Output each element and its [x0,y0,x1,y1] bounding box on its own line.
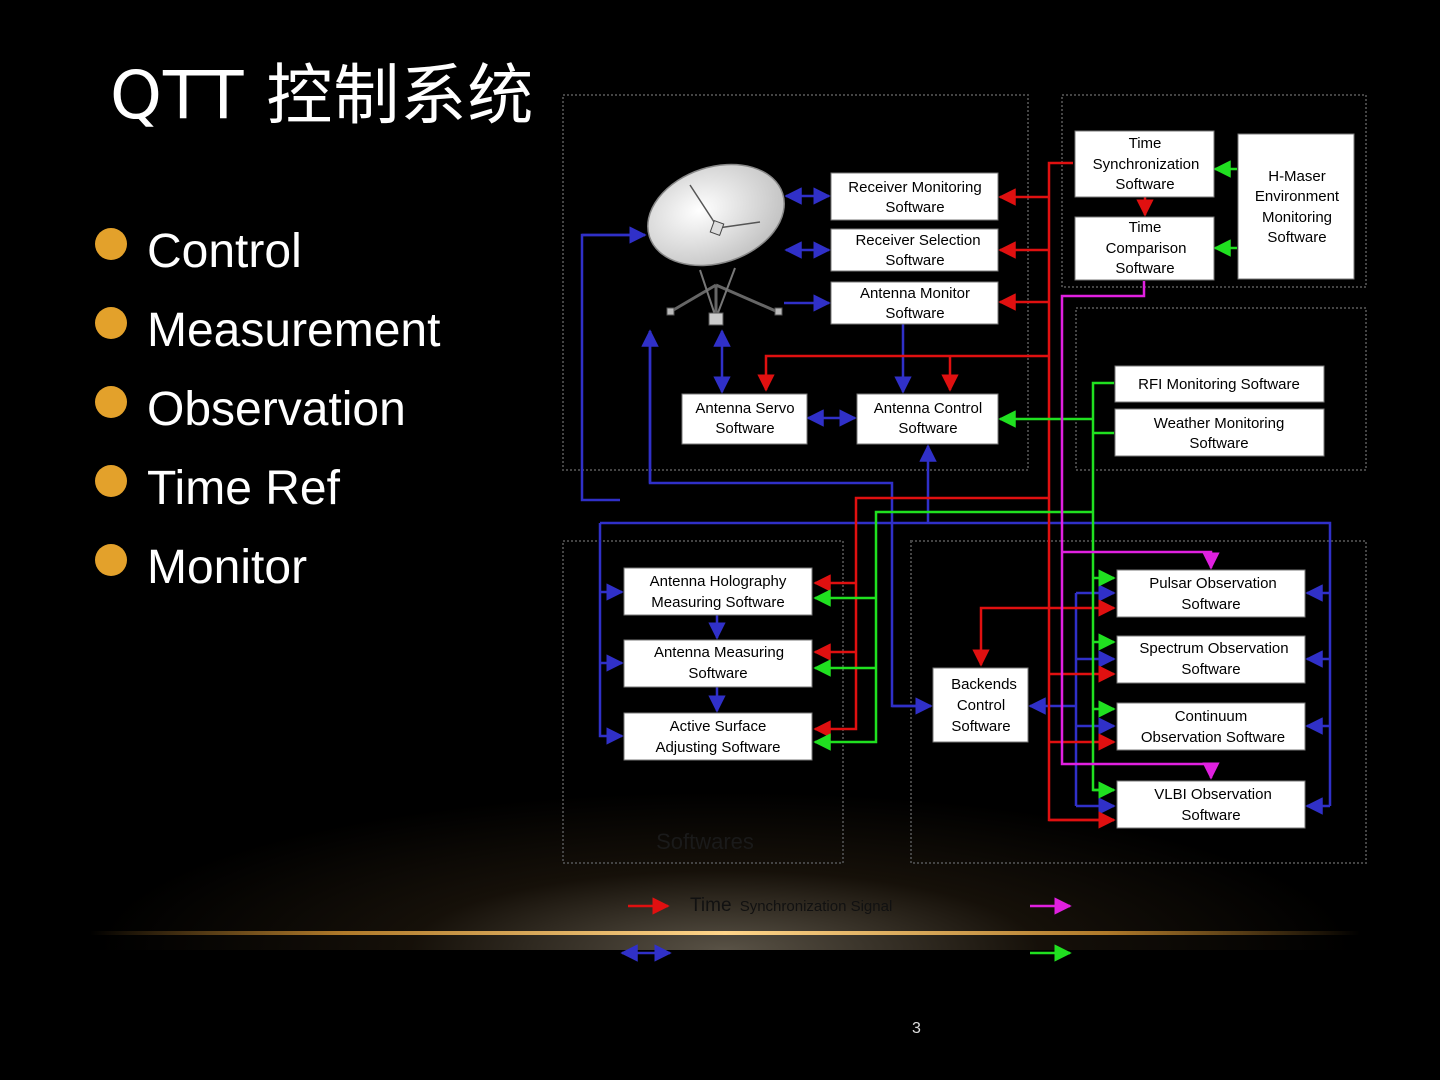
observation-group-frame [910,540,1367,864]
bullet-text: Control [147,225,302,278]
monitoring-links [813,160,1237,799]
svg-text:Software: Software [1181,661,1240,678]
svg-text:Synchronization: Synchronization [1093,156,1200,173]
bullet-list: Control Measurement Observation Time Ref… [95,212,440,607]
bullet-item: Time Ref [95,449,440,528]
diagram-legend: Time Synchronization Signal [620,895,1072,962]
group-label: Softwares [656,829,754,854]
bullet-text: Measurement [147,304,441,357]
svg-text:Antenna Servo: Antenna Servo [695,400,794,417]
bullet-dot-icon [95,306,127,339]
weather-monitoring-box: Weather Monitoring Software [1114,408,1325,457]
receiver-monitoring-box: Receiver Monitoring Software [830,172,999,221]
svg-text:Time: Time [1129,219,1162,236]
slide-title: QTT 控制系统 [110,57,535,134]
svg-text:Software: Software [951,718,1010,735]
svg-text:Receiver Selection: Receiver Selection [855,232,980,249]
svg-text:Continuum: Continuum [1175,708,1248,725]
svg-text:Software: Software [885,252,944,269]
svg-text:Software: Software [1181,596,1240,613]
svg-text:RFI Monitoring Software: RFI Monitoring Software [1138,376,1300,393]
pulsar-observation-box: Pulsar Observation Software [1116,569,1306,618]
svg-text:Active Surface: Active Surface [670,718,767,735]
svg-text:Receiver Monitoring: Receiver Monitoring [848,179,981,196]
page-number: 3 [912,1020,921,1037]
svg-text:Software: Software [1115,260,1174,277]
svg-text:Time: Time [1129,135,1162,152]
svg-text:Antenna Monitor: Antenna Monitor [860,285,970,302]
rfi-monitoring-box: RFI Monitoring Software [1114,365,1325,403]
antenna-control-box: Antenna Control Software [856,393,999,445]
svg-text:Antenna Holography: Antenna Holography [650,573,787,590]
svg-text:Control: Control [957,697,1005,714]
bullet-item: Monitor [95,528,440,607]
antenna-monitor-box: Antenna Monitor Software [830,281,999,325]
comparison-links [1060,281,1220,780]
svg-text:Antenna Measuring: Antenna Measuring [654,644,784,661]
antenna-measuring-box: Antenna Measuring Software [623,639,813,688]
bullet-text: Monitor [147,541,308,594]
svg-text:VLBI Observation: VLBI Observation [1154,786,1272,803]
bullet-item: Measurement [95,291,440,370]
time-group-frame [1061,94,1367,288]
legend-time-sync-label: Time Synchronization Signal [690,895,892,916]
vlbi-observation-box: VLBI Observation Software [1116,780,1306,829]
horizon-line [90,931,1360,935]
bullet-dot-icon [95,543,127,576]
time-signal-links [757,161,1154,829]
svg-text:Software: Software [1189,435,1248,452]
svg-text:Software: Software [1267,229,1326,246]
time-comparison-box: Time Comparison Software [1074,216,1215,281]
svg-text:Software: Software [885,305,944,322]
svg-text:Measuring Software: Measuring Software [651,594,784,611]
spectrum-observation-box: Spectrum Observation Software [1116,635,1306,684]
environment-group-frame [1075,307,1367,471]
holography-box: Antenna Holography Measuring Software [623,567,813,616]
continuum-observation-box: Continuum Observation Software [1116,702,1306,751]
backends-control-box: Backends Control Software [932,667,1029,743]
bullet-text: Observation [147,383,406,436]
antenna-group-frame [562,94,1029,471]
svg-text:Adjusting Software: Adjusting Software [655,739,780,756]
svg-text:Spectrum Observation: Spectrum Observation [1139,640,1288,657]
time-sync-box: Time Synchronization Software [1074,130,1215,198]
svg-text:Software: Software [688,665,747,682]
svg-text:Software: Software [885,199,944,216]
control-links [580,187,1332,815]
measuring-group-frame [562,540,844,864]
svg-text:Pulsar Observation: Pulsar Observation [1149,575,1277,592]
hmaser-box: H-Maser Environment Monitoring Software [1237,133,1355,280]
svg-text:Software: Software [898,420,957,437]
bullet-dot-icon [95,385,127,418]
svg-text:Backends: Backends [951,676,1017,693]
svg-text:Environment: Environment [1255,188,1340,205]
antenna-servo-box: Antenna Servo Software [681,393,808,445]
svg-text:Antenna Control: Antenna Control [874,400,982,417]
bullet-dot-icon [95,464,127,497]
bullet-dot-icon [95,227,127,260]
svg-text:Software: Software [1115,176,1174,193]
svg-text:Software: Software [1181,807,1240,824]
radio-telescope-icon [647,163,785,326]
svg-text:Comparison: Comparison [1106,240,1187,257]
svg-text:Monitoring: Monitoring [1262,209,1332,226]
svg-text:Observation Software: Observation Software [1141,729,1285,746]
active-surface-box: Active Surface Adjusting Software [623,712,813,761]
bullet-item: Observation [95,370,440,449]
svg-text:Software: Software [715,420,774,437]
svg-text:H-Maser: H-Maser [1268,168,1326,185]
receiver-selection-box: Receiver Selection Software [830,228,999,272]
bullet-item: Control [95,212,440,291]
svg-text:Weather Monitoring: Weather Monitoring [1154,415,1285,432]
bullet-text: Time Ref [147,462,340,515]
